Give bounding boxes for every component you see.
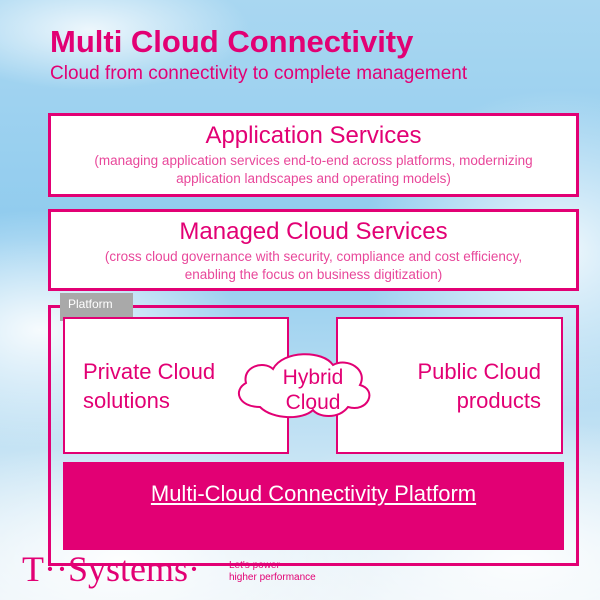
platform-container [48, 305, 579, 566]
multi-cloud-connectivity-platform-bar: Multi-Cloud Connectivity Platform [63, 462, 564, 550]
application-services-box: Application Services (managing applicati… [48, 113, 579, 197]
layer-description: (managing application services end-to-en… [94, 153, 533, 186]
public-cloud-label-2: products [456, 388, 541, 413]
private-cloud-label-2: solutions [83, 388, 170, 413]
layer-title: Application Services [205, 122, 422, 149]
public-cloud-label: Public Cloud [417, 359, 541, 384]
platform-tag: Platform [60, 293, 133, 321]
t-systems-logo: T··Systems· [22, 549, 200, 589]
hybrid-label-2: Cloud [285, 391, 341, 414]
page-subtitle: Cloud from connectivity to complete mana… [50, 63, 468, 84]
managed-cloud-services-box: Managed Cloud Services (cross cloud gove… [48, 209, 579, 291]
tagline-line-2: higher performance [229, 572, 316, 583]
hybrid-cloud-label: Hybrid Cloud [258, 365, 368, 415]
public-cloud-box: Public Cloud products [336, 317, 563, 454]
hybrid-cloud-icon [237, 353, 371, 419]
layer-description: (cross cloud governance with security, c… [104, 249, 523, 282]
private-cloud-label: Private Cloud [83, 359, 216, 384]
page-title: Multi Cloud Connectivity [50, 24, 414, 59]
layer-title: Managed Cloud Services [179, 218, 448, 245]
hybrid-label-1: Hybrid [282, 366, 344, 389]
logo-tagline: Let's power higher performance [229, 560, 316, 584]
tagline-line-1: Let's power [229, 560, 280, 571]
